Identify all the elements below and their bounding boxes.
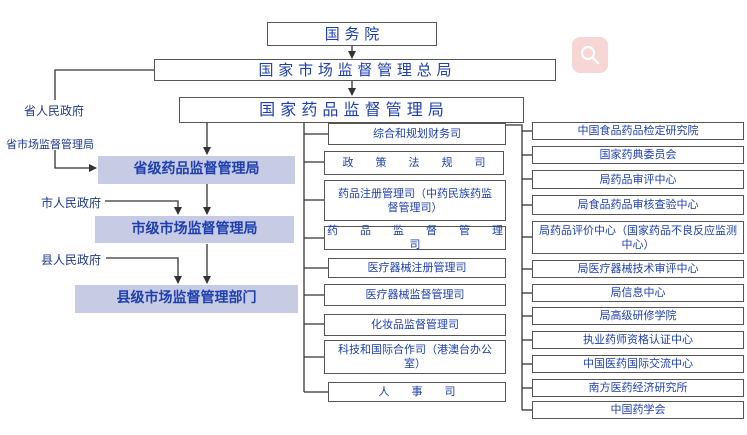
provincial-samr-label: 省市场监督管理局 — [6, 138, 94, 151]
county-bureau-box: 县级市场监督管理部门 — [75, 285, 298, 313]
county-gov-label: 县人民政府 — [41, 253, 102, 267]
dept-box: 综合和规划财务司 — [328, 123, 506, 145]
provincial-bureau-box: 省级药品监督管理局 — [98, 156, 295, 184]
institution-box: 执业药师资格认证中心 — [532, 331, 744, 349]
dept-box: 医疗器械监督管理司 — [324, 284, 506, 306]
search-icon — [580, 45, 600, 65]
institution-box: 局信息中心 — [532, 284, 744, 302]
dept-box: 药 品 监 督 管 理 司 — [324, 224, 525, 251]
provincial-gov-label: 省人民政府 — [24, 104, 85, 118]
institution-box: 局高级研修学院 — [532, 307, 744, 325]
samr-box: 国 家 市 场 监 督 管 理 总 局 — [154, 59, 556, 81]
institution-box: 南方医药经济研究所 — [532, 379, 744, 397]
city-gov-label: 市人民政府 — [41, 196, 102, 210]
institution-box: 中国食品药品检定研究院 — [532, 122, 744, 140]
institution-box: 局药品评价中心（国家药品不良反应监测中心） — [532, 221, 744, 254]
dept-box: 政 策 法 规 司 — [324, 151, 504, 175]
institution-box: 中国药学会 — [532, 401, 744, 419]
institution-box: 局医疗器械技术审评中心 — [532, 260, 744, 278]
search-badge[interactable] — [572, 37, 608, 73]
dept-box: 化妆品监督管理司 — [324, 314, 506, 336]
dept-box: 人 事 司 — [328, 382, 506, 402]
dept-box: 药品注册管理司（中药民族药监督管理司） — [324, 180, 506, 221]
institution-box: 中国医药国际交流中心 — [532, 355, 744, 373]
institution-box: 局药品审评中心 — [532, 170, 744, 189]
institution-box: 局食品药品审核查验中心 — [532, 195, 744, 215]
state-council-box: 国 务 院 — [267, 22, 437, 46]
dept-box: 科技和国际合作司（港澳台办公室） — [324, 340, 506, 374]
city-bureau-box: 市级市场监督管理局 — [95, 216, 294, 243]
nmpa-box: 国 家 药 品 监 督 管 理 局 — [179, 97, 524, 123]
institution-box: 国家药典委员会 — [532, 146, 744, 164]
dept-box: 医疗器械注册管理司 — [328, 258, 506, 278]
